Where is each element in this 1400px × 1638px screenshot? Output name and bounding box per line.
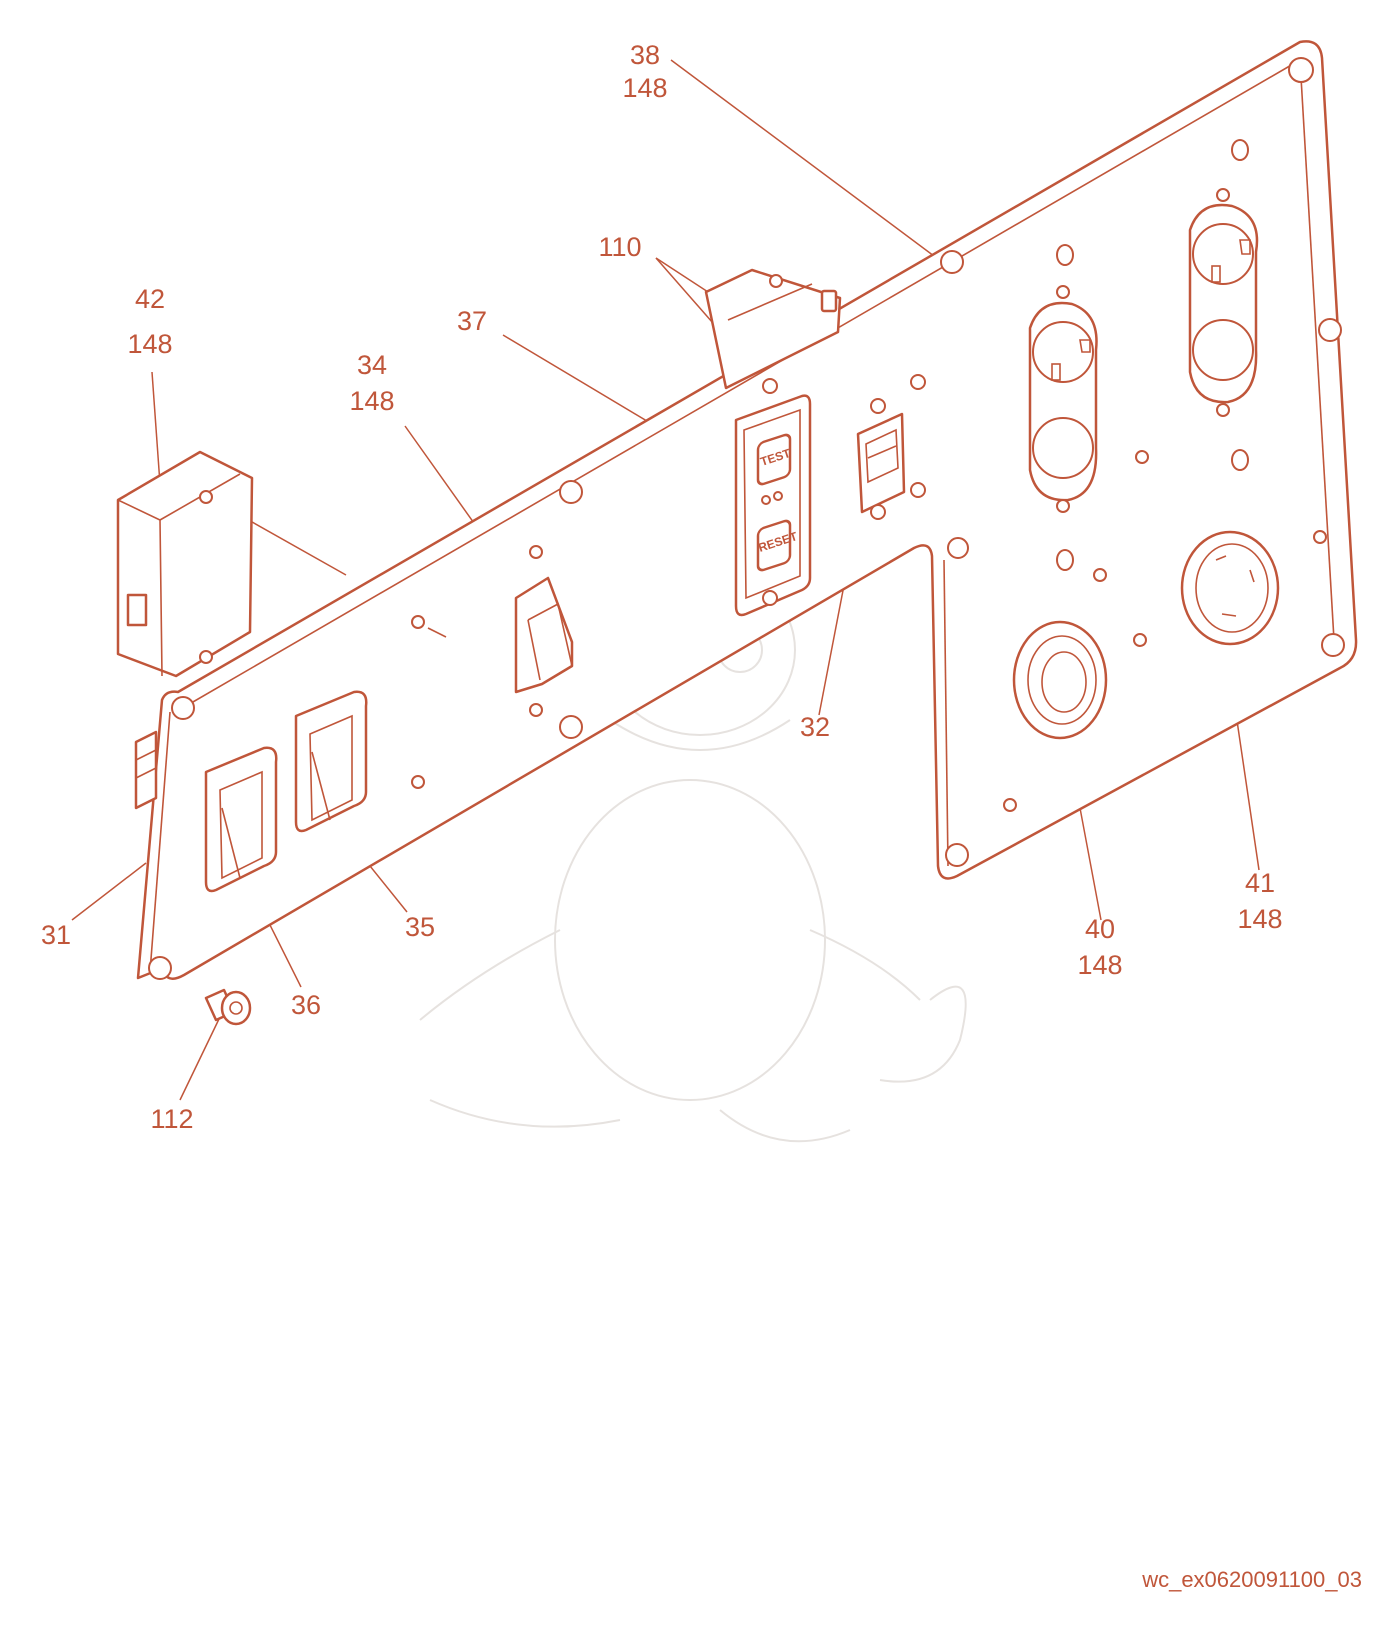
toggle-switch-32: [856, 374, 926, 520]
mounting-hole: [1288, 57, 1314, 83]
gfci-module-37: TEST RESET: [734, 378, 812, 617]
screw-hole: [1056, 549, 1074, 571]
callout-35: 35: [405, 912, 435, 942]
callout-36: 36: [291, 990, 321, 1020]
terminal-block-31: [134, 730, 158, 810]
rocker-switch-34: [514, 576, 574, 694]
callout-148: 148: [349, 386, 394, 416]
mounting-hole: [940, 250, 964, 274]
callout-148: 148: [1237, 904, 1282, 934]
leader-42: [151, 371, 161, 485]
screw-hole: [1135, 450, 1149, 464]
rocker-switch-35: [294, 690, 368, 833]
mounting-hole: [148, 956, 172, 980]
screw-hole: [411, 775, 425, 789]
callout-110: 110: [598, 232, 641, 262]
callout-41: 41: [1245, 868, 1275, 898]
mounting-hole: [947, 537, 969, 559]
screw-hole: [411, 615, 425, 629]
mounting-hole: [945, 843, 969, 867]
callout-148: 148: [1077, 950, 1122, 980]
duplex-receptacle-38: [1028, 285, 1098, 513]
screw-hole: [529, 545, 543, 559]
callout-32: 32: [800, 712, 830, 742]
mounting-hole: [171, 696, 195, 720]
screw-hole: [1003, 798, 1017, 812]
mounting-hole: [1318, 318, 1342, 342]
screw-hole: [1231, 449, 1249, 471]
rear-bracket: [704, 268, 842, 390]
callout-37: 37: [457, 306, 487, 336]
screw-hole: [1313, 530, 1327, 544]
duplex-receptacle-38-b: [1188, 188, 1259, 417]
leader-112: [179, 1018, 220, 1101]
mounting-hole: [559, 715, 583, 739]
leader-31: [71, 862, 147, 921]
callout-31: 31: [41, 920, 71, 950]
drawing-id: wc_ex0620091100_03: [1142, 1567, 1362, 1592]
callout-40: 40: [1085, 914, 1115, 944]
callout-34: 34: [357, 350, 387, 380]
rocker-switch-36: [204, 746, 278, 893]
screw-hole: [529, 703, 543, 717]
round-receptacle-40: [1012, 620, 1108, 740]
screw-hole: [1093, 568, 1107, 582]
callout-38: 38: [630, 40, 660, 70]
callout-148: 148: [127, 329, 172, 359]
screw-hole: [1056, 244, 1074, 266]
mounting-hole: [1321, 633, 1345, 657]
twist-lock-receptacle-41: [1180, 530, 1280, 646]
screw-hole: [1231, 139, 1249, 161]
screw-hole: [1133, 633, 1147, 647]
callout-42: 42: [135, 284, 165, 314]
callout-112: 112: [150, 1104, 193, 1134]
mounting-hole: [559, 480, 583, 504]
screw-112: [204, 988, 252, 1026]
callout-148: 148: [622, 73, 667, 103]
circuit-breaker-42: [116, 450, 254, 678]
